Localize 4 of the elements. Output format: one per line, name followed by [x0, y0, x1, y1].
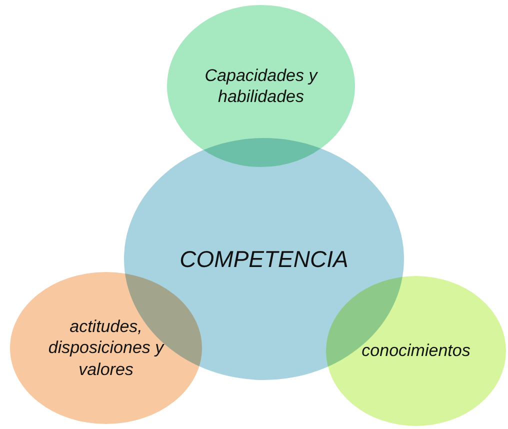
ellipse-label: COMPETENCIA — [178, 244, 350, 274]
ellipse-label: conocimientos — [360, 340, 472, 362]
ellipse-label: Capacidades y habilidades — [204, 64, 319, 108]
ellipse-label: actitudes, disposiciones y valores — [47, 316, 166, 380]
